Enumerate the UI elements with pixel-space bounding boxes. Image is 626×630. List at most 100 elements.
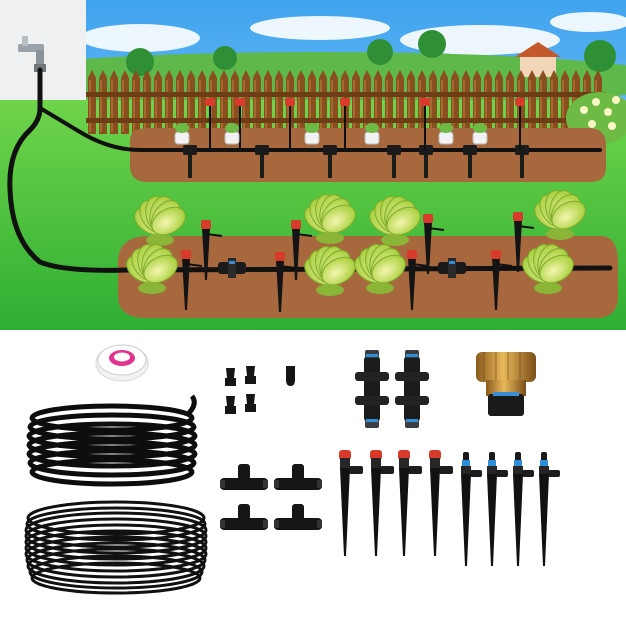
fence-picket — [99, 70, 107, 134]
supply-tubing — [7, 67, 613, 273]
fence-picket — [352, 70, 360, 134]
end-plug — [225, 368, 236, 386]
tee-connector — [274, 464, 322, 490]
garden-illustration — [0, 0, 626, 330]
drip-stake — [407, 250, 429, 310]
fence-picket — [121, 70, 129, 134]
end-plug — [245, 366, 256, 384]
drip-stake — [423, 214, 445, 274]
inline-connector — [387, 145, 401, 178]
fence-picket — [330, 70, 338, 134]
four-way-manifolds — [355, 350, 429, 428]
lettuce-plant — [126, 244, 178, 294]
fence-picket — [319, 70, 327, 134]
inline-connector — [515, 145, 529, 178]
inline-connector — [183, 145, 197, 178]
tee-connector — [274, 504, 322, 530]
lower-bed-stakes — [181, 212, 535, 312]
bubbler-emitter — [515, 98, 525, 150]
fence-picket — [264, 70, 272, 134]
lettuce-plant — [522, 244, 574, 294]
red-dripper-stake — [370, 450, 394, 556]
fence-picket — [88, 70, 96, 134]
fence-picket — [165, 70, 173, 134]
fence-picket — [429, 70, 437, 134]
end-plugs — [225, 366, 295, 414]
fence-picket — [143, 70, 151, 134]
fence-picket — [495, 70, 503, 134]
blue-misting-stake — [539, 452, 560, 566]
fence-picket — [297, 70, 305, 134]
fence-picket — [220, 70, 228, 134]
blue-misting-stake — [513, 452, 534, 566]
fence-picket — [132, 70, 140, 134]
red-dripper-stakes — [339, 450, 453, 556]
potted-seedling — [472, 123, 488, 145]
blue-misting-stakes — [461, 452, 560, 566]
red-dripper-stake — [339, 450, 363, 556]
fence-picket — [484, 70, 492, 134]
fence-picket — [462, 70, 470, 134]
end-plug — [286, 366, 295, 386]
inline-connector — [323, 145, 337, 178]
distant-trees — [126, 30, 616, 76]
lettuce-plant — [534, 190, 586, 240]
bubbler-emitter — [235, 98, 245, 150]
drip-stake — [513, 212, 535, 272]
tee-connector — [220, 464, 268, 490]
tubing-coil-small — [26, 394, 198, 487]
fence-picket — [539, 70, 547, 134]
drip-stake — [275, 252, 297, 312]
thread-seal-tape — [95, 344, 149, 382]
fence-picket — [385, 70, 393, 134]
inline-connector — [463, 145, 477, 178]
lettuce-plant — [304, 246, 356, 296]
fence-picket — [275, 70, 283, 134]
blue-misting-stake — [487, 452, 508, 566]
red-dripper-stake — [398, 450, 422, 556]
bubbler-emitter — [285, 98, 295, 150]
distant-house — [515, 42, 561, 77]
potted-seedling — [224, 123, 240, 145]
blue-misting-stake — [461, 452, 482, 566]
fence-picket — [506, 70, 514, 134]
lettuce-plant — [304, 194, 356, 244]
lettuce-plant — [354, 244, 406, 294]
four-way-manifold — [395, 350, 429, 428]
bubbler-emitter — [340, 98, 350, 150]
faucet-adapter — [476, 352, 536, 416]
clouds — [80, 12, 626, 55]
fence-picket — [550, 70, 558, 134]
manifold-connector — [218, 258, 246, 278]
bubbler-emitter — [205, 98, 215, 150]
tee-connector — [220, 504, 268, 530]
fence-picket — [110, 70, 118, 134]
potted-seedling — [174, 123, 190, 145]
bubbler-emitter — [420, 98, 430, 150]
inline-connector — [255, 145, 269, 178]
fence-picket — [396, 70, 404, 134]
fence-picket — [253, 70, 261, 134]
fence-picket — [187, 70, 195, 134]
drip-stake — [291, 220, 313, 280]
end-plug — [225, 396, 236, 414]
lettuce-plant — [134, 196, 186, 246]
fence-picket — [407, 70, 415, 134]
potted-seedling — [438, 123, 454, 145]
drip-stake — [491, 250, 513, 310]
fence-picket — [451, 70, 459, 134]
fence-picket — [528, 70, 536, 134]
manifold-connector — [438, 258, 466, 278]
four-way-manifold — [355, 350, 389, 428]
lettuce-plants — [126, 190, 586, 296]
tubing-coil-large — [24, 500, 208, 595]
lettuce-plant — [369, 196, 421, 246]
fence-picket — [154, 70, 162, 134]
red-dripper-stake — [429, 450, 453, 556]
fence-picket — [198, 70, 206, 134]
potted-seedling — [364, 123, 380, 145]
end-plug — [245, 394, 256, 412]
drip-stake — [181, 250, 203, 310]
drip-stake — [201, 220, 223, 280]
